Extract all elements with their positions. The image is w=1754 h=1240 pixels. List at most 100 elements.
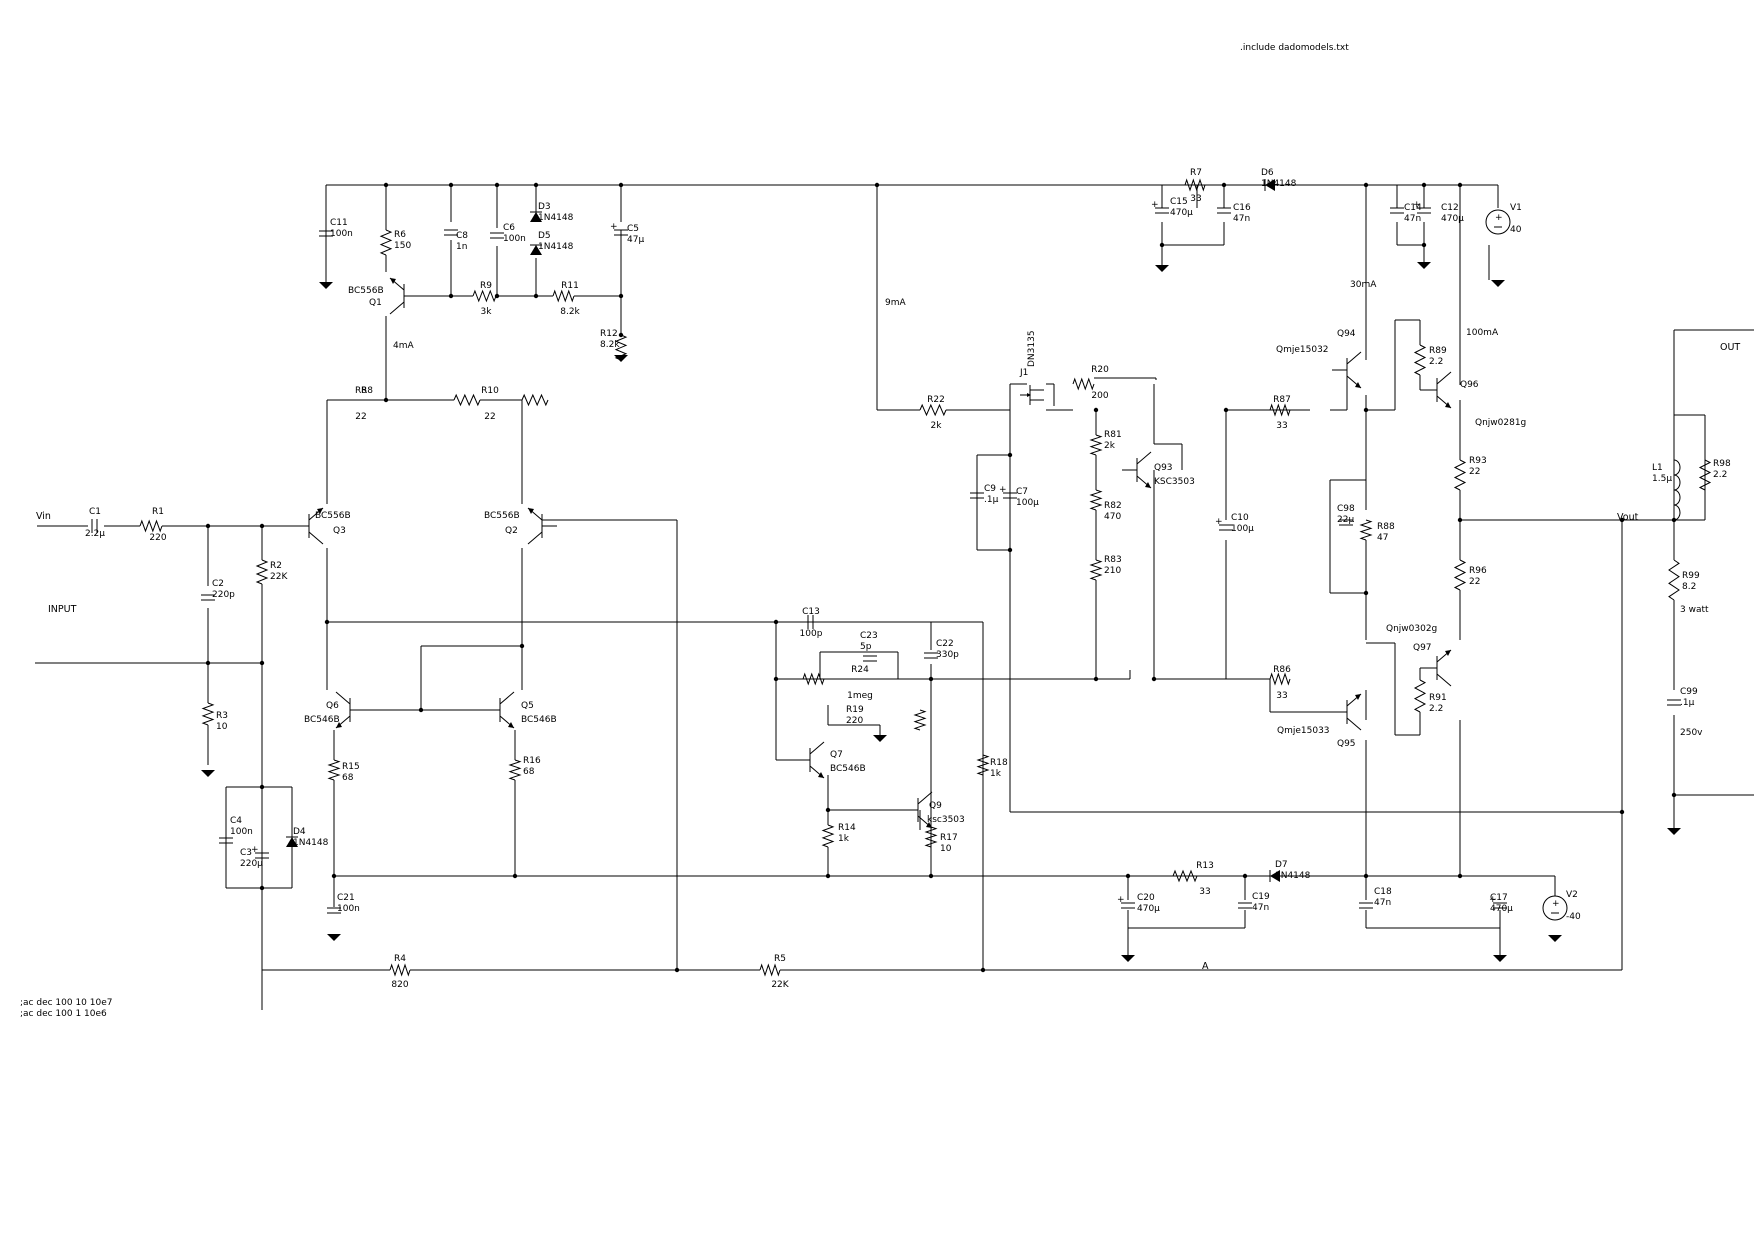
- c12-value: 470µ: [1441, 214, 1464, 224]
- q96-value: Qnjw0281g: [1475, 418, 1526, 428]
- r17-ref: R17: [940, 833, 958, 843]
- r3-value: 10: [216, 722, 228, 732]
- resistor-r22: R22 2k: [919, 395, 947, 431]
- r15-value: 68: [342, 773, 354, 783]
- r98-value: 2.2: [1713, 470, 1727, 480]
- c5-plus-mark: +: [610, 222, 618, 232]
- r10-ref: R10: [481, 386, 499, 396]
- r1-value: 220: [149, 533, 166, 543]
- l1-ref: L1: [1652, 463, 1663, 473]
- q3-value: BC556B: [315, 511, 351, 521]
- c98-ref: C98: [1337, 504, 1355, 514]
- r86-value: 33: [1276, 691, 1287, 701]
- ground-c17: [1493, 955, 1507, 962]
- r13-ref: R13: [1196, 861, 1214, 871]
- ac-directive-1: ;ac dec 100 10 10e7: [20, 998, 112, 1008]
- capacitor-c99: C99.1µ: [1667, 687, 1698, 708]
- d3-ref: D3: [538, 202, 551, 212]
- c17-value: 470µ: [1490, 904, 1513, 914]
- q3-ref: Q3: [333, 526, 346, 536]
- r96-value: 22: [1469, 577, 1480, 587]
- q94-ref: Q94: [1337, 329, 1356, 339]
- d5-ref: D5: [538, 231, 551, 241]
- d6-value: 1N4148: [1261, 179, 1297, 189]
- c13-ref: C13: [802, 607, 820, 617]
- c11-value: 100n: [330, 229, 353, 239]
- r11-value: 8.2k: [560, 307, 580, 317]
- c20-ref: C20: [1137, 893, 1155, 903]
- c3-value: 220µ: [240, 859, 263, 869]
- r8-ref: R8: [355, 386, 367, 396]
- ground-c14: [1417, 262, 1431, 269]
- q2-ref: Q2: [505, 526, 518, 536]
- r14-value: 1k: [838, 834, 850, 844]
- q97-value: Qnjw0302g: [1386, 624, 1437, 634]
- c7-value: 100µ: [1016, 498, 1039, 508]
- ground-r19: [873, 735, 887, 742]
- ground-c11: [319, 282, 333, 289]
- c3-plus-mark: +: [251, 845, 259, 855]
- r14-ref: R14: [838, 823, 856, 833]
- c6-value: 100n: [503, 234, 526, 244]
- c14-value: 47n: [1404, 214, 1421, 224]
- r96-ref: R96: [1469, 566, 1487, 576]
- v1-value: 40: [1510, 225, 1522, 235]
- v2-plus-mark: +: [1552, 899, 1560, 909]
- net-label-vin: Vin: [36, 511, 51, 522]
- c12-ref: C12: [1441, 203, 1459, 213]
- r12-value: 8.2k: [600, 340, 620, 350]
- r19-value: 220: [846, 716, 863, 726]
- r8-ref-2: R8: [361, 386, 373, 396]
- r83-value: 210: [1104, 566, 1121, 576]
- current-100ma: 100mA: [1466, 328, 1499, 338]
- c20-plus-mark: +: [1117, 895, 1125, 905]
- capacitor-c1: C12.2µ: [85, 507, 105, 539]
- ground-r12: [614, 355, 628, 362]
- c22-value: 330p: [936, 650, 959, 660]
- r22-value: 2k: [931, 421, 943, 431]
- c20-value: 470µ: [1137, 904, 1160, 914]
- r99-rating: 3 watt: [1680, 605, 1709, 615]
- r88-ref: R88: [1377, 522, 1395, 532]
- c18-value: 47n: [1374, 898, 1391, 908]
- q94-value: Qmje15032: [1276, 345, 1329, 355]
- current-4ma: 4mA: [393, 341, 414, 351]
- current-9ma: 9mA: [885, 298, 906, 308]
- c12-plus-mark: +: [1413, 200, 1421, 210]
- c9-value: .1µ: [984, 495, 999, 505]
- r22-ref: R22: [927, 395, 945, 405]
- v2-ref: V2: [1566, 890, 1578, 900]
- c3-ref: C3: [240, 848, 252, 858]
- c1-value: 2.2µ: [85, 529, 105, 539]
- r16-value: 68: [523, 767, 535, 777]
- r91-ref: R91: [1429, 693, 1447, 703]
- r6-ref: R6: [394, 230, 406, 240]
- r89-value: 2.2: [1429, 357, 1443, 367]
- c10-plus-mark: +: [1215, 517, 1223, 527]
- components: C12.2µR1220C2220pR222KR310C4100nC3220µ+D…: [85, 168, 1731, 990]
